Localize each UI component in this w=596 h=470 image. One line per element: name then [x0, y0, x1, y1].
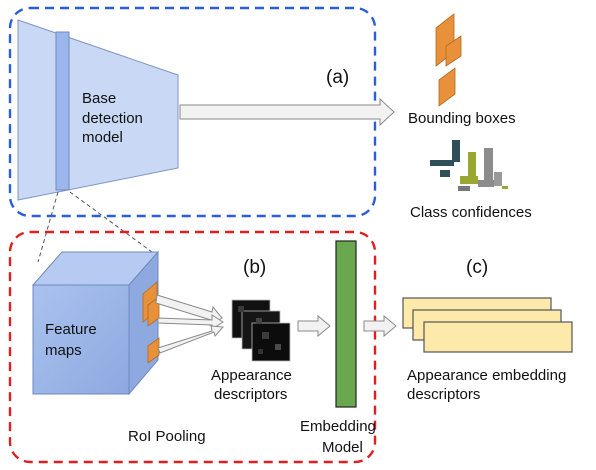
- roi-pooling-arrows: [155, 294, 225, 354]
- embedding-model-label-1: Embedding: [300, 418, 376, 435]
- embedding-model-label-2: Model: [322, 439, 363, 456]
- panel-c-label: (c): [466, 257, 488, 278]
- bounding-boxes-label: Bounding boxes: [408, 110, 516, 127]
- appearance-embedding-cards: [402, 297, 573, 353]
- embedding-model-block: [335, 240, 357, 408]
- model-layer-strip: [55, 31, 70, 191]
- base-model-label-3: model: [82, 129, 123, 146]
- panel-b-label: (b): [243, 257, 266, 278]
- appearance-descriptors-label-1: Appearance: [211, 367, 292, 384]
- arrow-to-embedding-model: [297, 314, 331, 338]
- roi-pooling-label: RoI Pooling: [128, 428, 206, 445]
- arrow-to-bounding-boxes: [179, 97, 395, 127]
- feature-maps-label-1: Feature: [45, 321, 97, 338]
- class-confidences-icon: [430, 140, 508, 191]
- appearance-descriptor-patches: [231, 299, 291, 362]
- roi-patches: [142, 281, 160, 364]
- appearance-embedding-label-1: Appearance embedding: [407, 367, 566, 384]
- appearance-embedding-label-2: descriptors: [407, 386, 480, 403]
- projection-line-right: [69, 191, 153, 253]
- appearance-descriptors-label-2: descriptors: [214, 386, 287, 403]
- panel-a-label: (a): [326, 67, 349, 88]
- arrow-to-embedding-descriptors: [363, 314, 397, 338]
- feature-maps-label-2: maps: [45, 342, 82, 359]
- base-model-label-2: detection: [82, 110, 143, 127]
- class-confidences-label: Class confidences: [410, 204, 532, 221]
- bounding-boxes-icon: [435, 13, 462, 107]
- panel-b-frame: [8, 230, 377, 464]
- base-model-label-1: Base: [82, 90, 116, 107]
- projection-line-left: [37, 191, 59, 263]
